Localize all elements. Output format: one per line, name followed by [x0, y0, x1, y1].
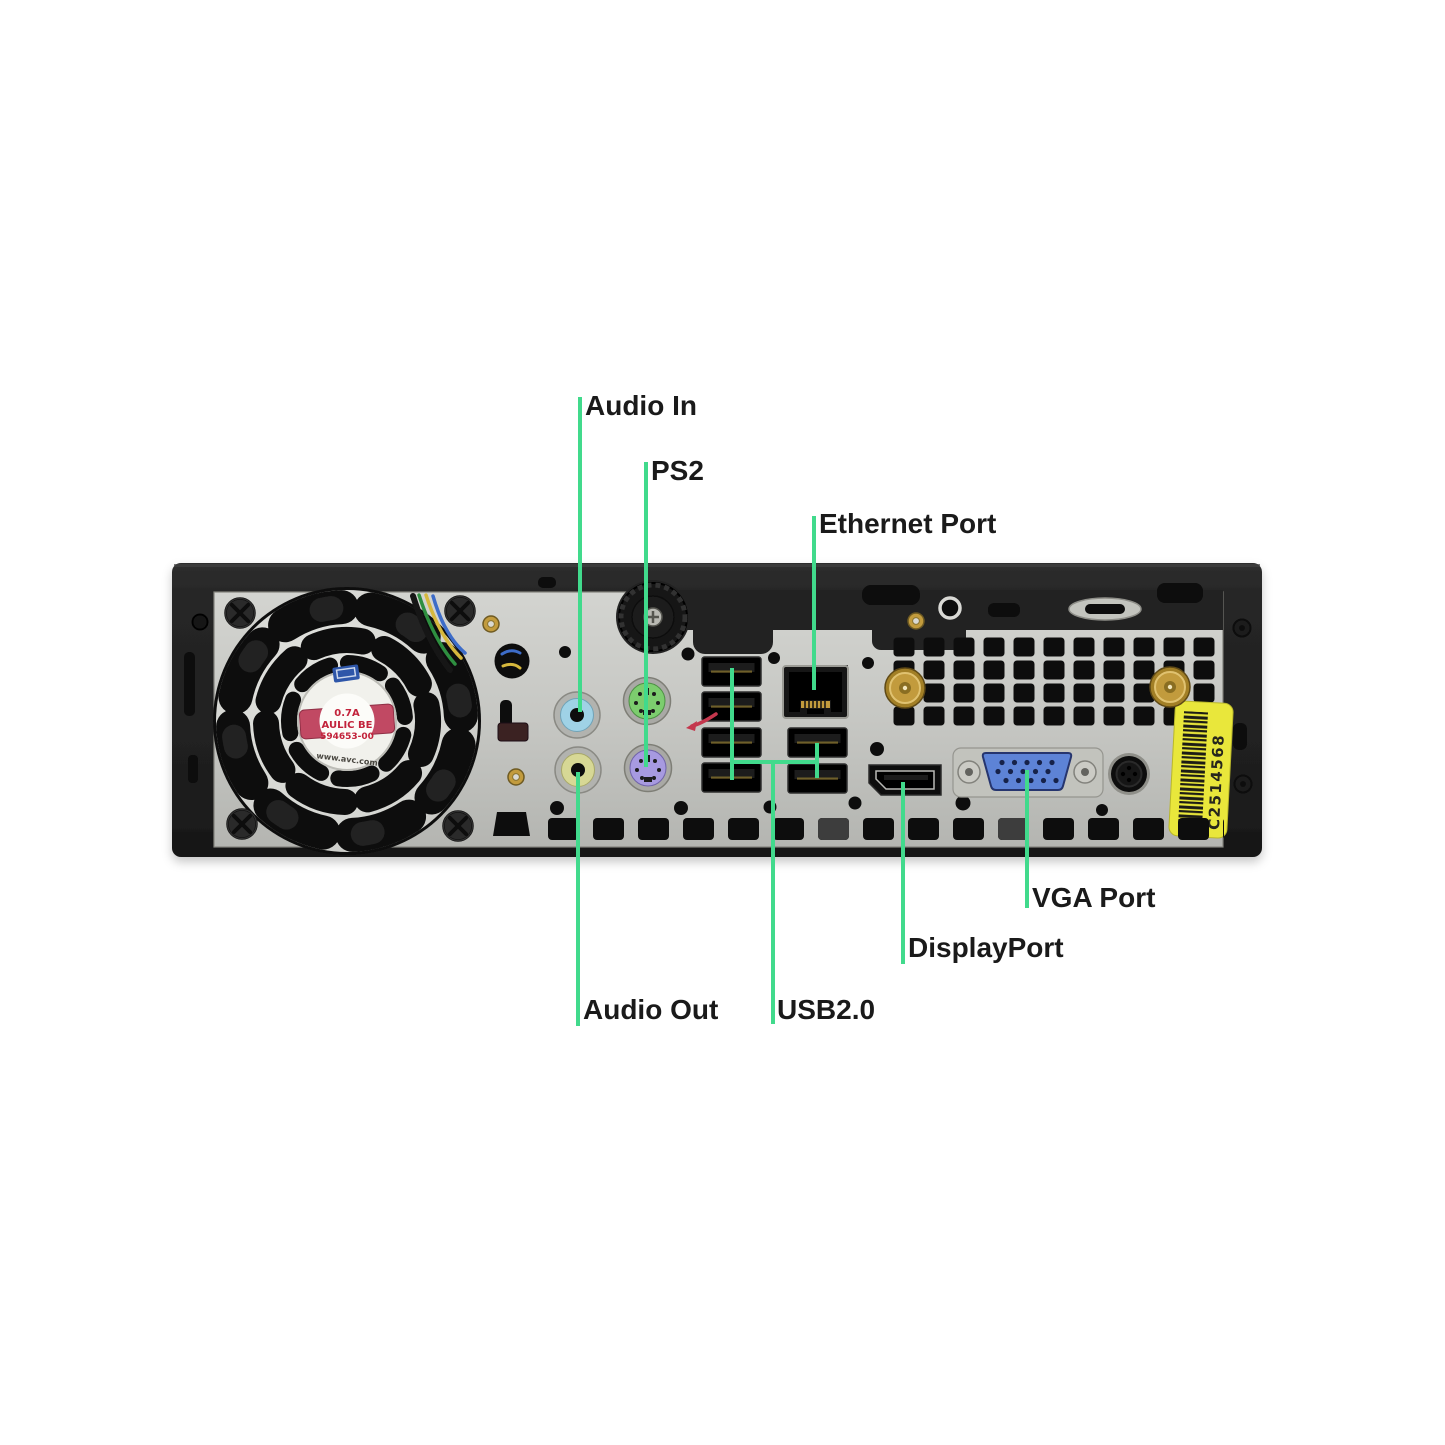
bottom-vents: [548, 818, 1224, 841]
fan-grill-slots: [216, 590, 478, 852]
right-end-cap: [1232, 618, 1253, 794]
ethernet-port: [782, 665, 849, 719]
fan-label-part-number: 594653-00: [320, 732, 374, 742]
kensington-slot: [1085, 604, 1125, 614]
fan-screw-top-left: [223, 596, 257, 630]
fan-label-current: 0.7A: [334, 708, 360, 719]
barcode: [1178, 711, 1209, 827]
bottom-vent-recessed-1: [818, 818, 849, 840]
power-connector: [1108, 753, 1150, 795]
bottom-vent-recessed-2: [998, 818, 1029, 840]
computer-rear-chassis: 0.7A AULIC BE 594653-00 www.avc.com: [172, 563, 1262, 857]
callout-label-ethernet: Ethernet Port: [819, 508, 997, 539]
fan-screw-bottom-left: [225, 807, 259, 841]
callout-lines: [576, 397, 1029, 1026]
red-arrow-mark: [686, 712, 718, 731]
antenna-connector-left: [884, 667, 926, 709]
antenna-connector-right: [1149, 666, 1191, 708]
audio-out-jack: [554, 746, 602, 794]
fan-screw-top-right: [443, 594, 477, 628]
callout-label-vga: VGA Port: [1032, 882, 1156, 913]
fan-wires: [410, 593, 467, 673]
callout-label-audio-in: Audio In: [585, 390, 697, 421]
fan-label-fragment: AULIC BE: [322, 720, 373, 731]
ps2-keyboard-port: [623, 743, 673, 793]
top-slot-c: [1157, 583, 1203, 603]
left-end-cap: [184, 613, 209, 783]
panel-cutouts: [482, 612, 1108, 836]
callout-label-ps2: PS2: [651, 455, 704, 486]
chassis-top-bevel: [174, 564, 1260, 567]
top-slot-small: [538, 577, 556, 588]
top-strip-bump: [693, 606, 773, 654]
callout-label-usb: USB2.0: [777, 994, 876, 1025]
top-slot-b: [988, 603, 1020, 617]
vga-jack-nut-right: [1073, 760, 1097, 784]
callout-label-displayport: DisplayPort: [908, 932, 1064, 963]
audio-in-jack: [553, 691, 601, 739]
callout-line-usb: [730, 668, 819, 1024]
callout-label-audio-out: Audio Out: [583, 994, 719, 1025]
fan-screw-bottom-right: [441, 809, 475, 843]
displayport-connector: [868, 764, 942, 796]
thumbscrew: [618, 582, 688, 652]
service-tag-text: C2514568: [1205, 733, 1228, 830]
top-slot-handle: [862, 585, 920, 605]
vga-pin-holes: [995, 759, 1059, 784]
fan-hub-label: 0.7A AULIC BE 594653-00 www.avc.com: [297, 664, 397, 771]
cooling-fan: 0.7A AULIC BE 594653-00 www.avc.com: [213, 587, 481, 855]
padlock-hole: [938, 596, 962, 620]
vga-jack-nut-left: [957, 760, 981, 784]
service-tag-sticker: C2514568: [1168, 700, 1234, 839]
